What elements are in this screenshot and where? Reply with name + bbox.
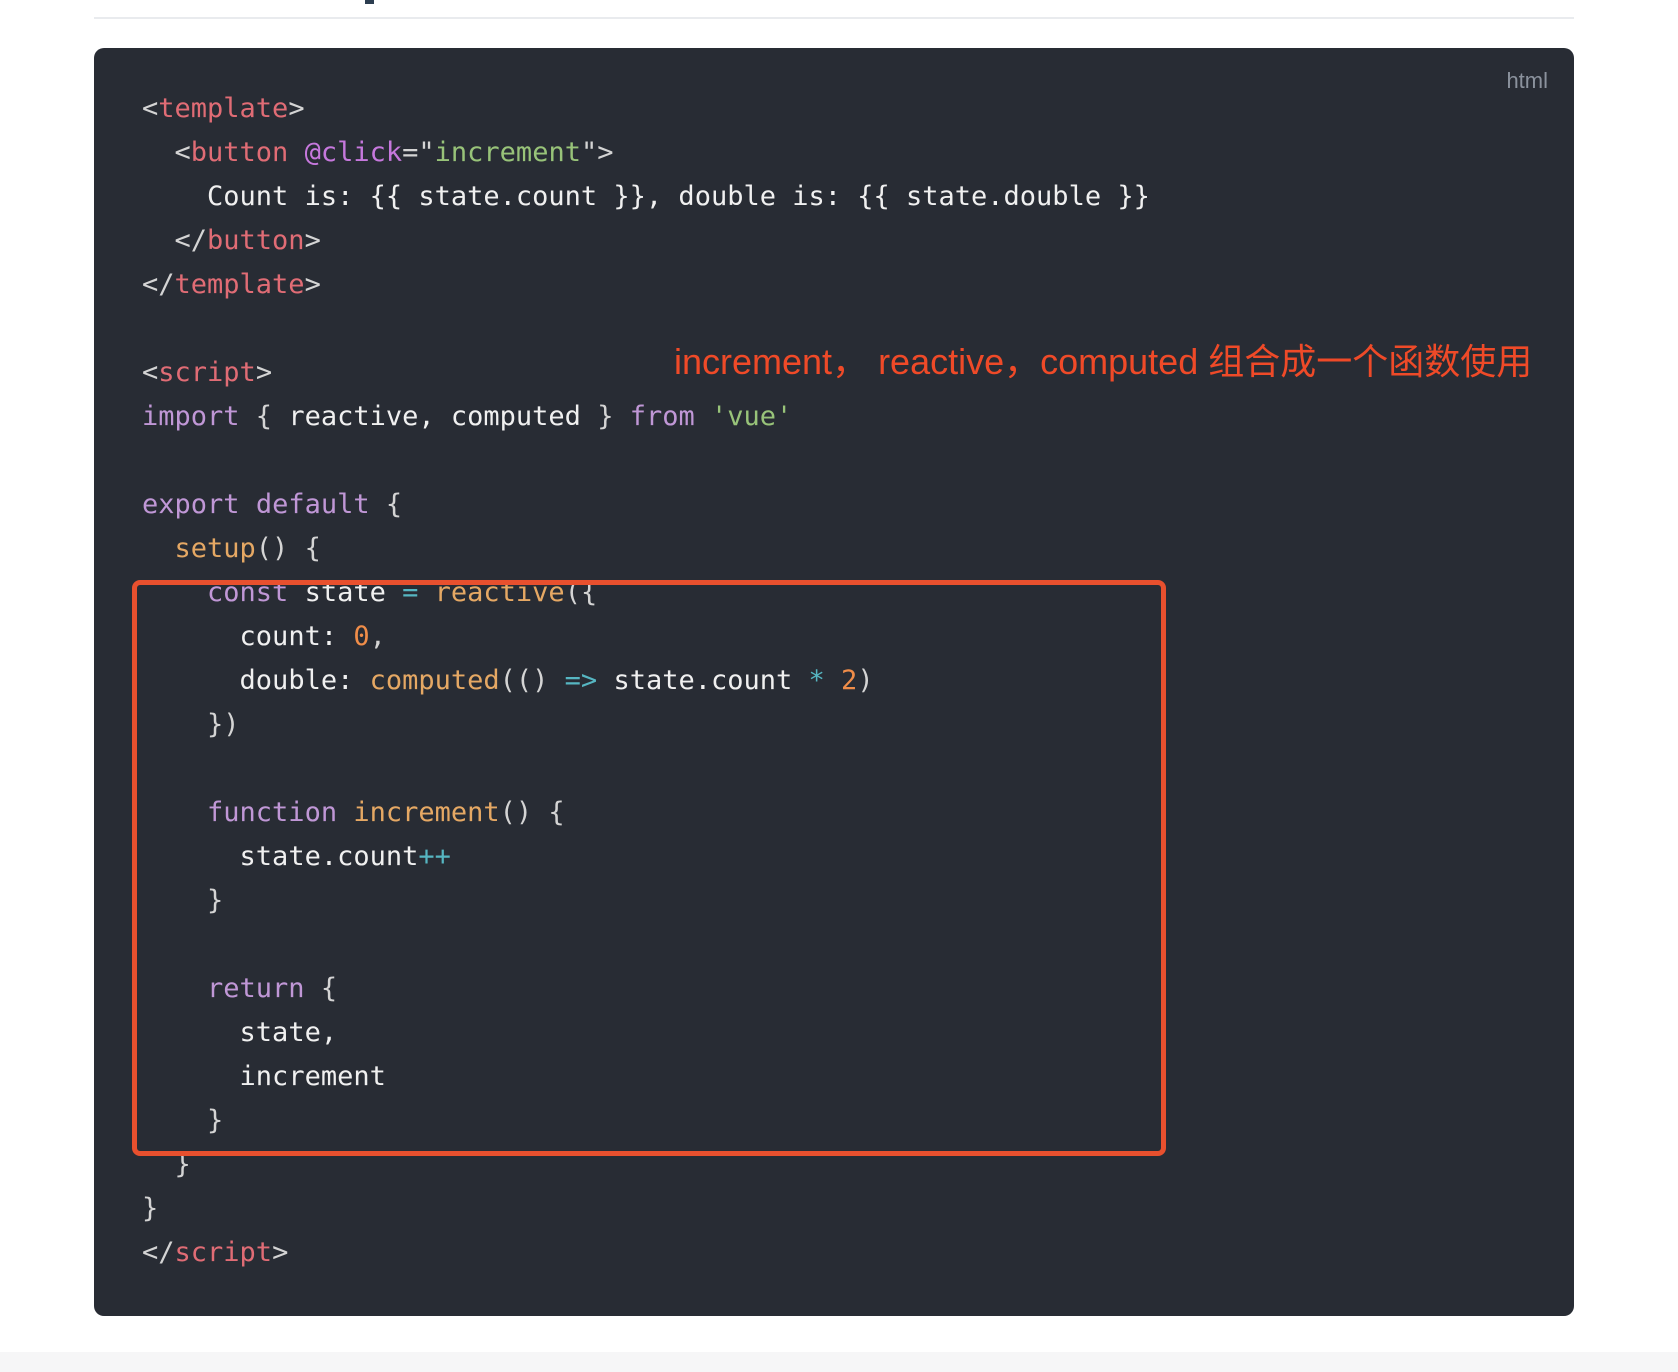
code-token: </ (142, 269, 175, 300)
code-token: 0 (353, 621, 370, 652)
annotation-text: increment， reactive，computed 组合成一个函数使用 (674, 341, 1533, 382)
code-token: computed (369, 665, 500, 696)
code-token: template (174, 269, 305, 300)
code-token: state, (239, 1017, 338, 1048)
code-line: export default { (142, 483, 1150, 527)
code-line: import { reactive, computed } from 'vue' (142, 395, 1150, 439)
code-token: > (304, 225, 321, 256)
code-token: > (255, 357, 273, 388)
code-line: setup() { (142, 527, 1150, 571)
code-line: <template> (142, 87, 1150, 131)
code-token: Count is: {{ state.count }}, double is: … (207, 181, 1150, 212)
code-indent (142, 533, 175, 564)
code-token: > (288, 93, 305, 124)
section-divider (94, 17, 1574, 19)
code-token: export (142, 489, 240, 520)
code-token (240, 489, 256, 520)
code-token: } (142, 1193, 159, 1224)
page-footer-strip (0, 1352, 1678, 1372)
code-token: } (207, 1105, 224, 1136)
code-token: } (174, 1149, 191, 1180)
code-indent (142, 137, 175, 168)
code-token (695, 401, 711, 432)
code-token (288, 137, 304, 168)
code-line (142, 439, 1150, 483)
code-token: function (207, 797, 338, 828)
code-line: } (142, 1187, 1150, 1231)
code-token: @click (304, 137, 403, 168)
code-line: </button> (142, 219, 1150, 263)
code-token: </ (142, 1237, 175, 1268)
code-token: from (629, 401, 695, 432)
code-line: function increment() { (142, 791, 1150, 835)
code-line: </script> (142, 1231, 1150, 1275)
code-line: } (142, 879, 1150, 923)
code-line: state, (142, 1011, 1150, 1055)
code-line: }) (142, 703, 1150, 747)
code-line: state.count++ (142, 835, 1150, 879)
code-line: } (142, 1099, 1150, 1143)
code-token: => (564, 665, 598, 696)
code-indent (142, 225, 175, 256)
code-token: () { (499, 797, 565, 828)
code-line: <button @click="increment"> (142, 131, 1150, 175)
highlight-box (132, 580, 1166, 1156)
code-token: script (174, 1237, 273, 1268)
code-token: > (304, 269, 321, 300)
code-token: button (190, 137, 289, 168)
code-token: { (304, 973, 338, 1004)
code-token: return (207, 973, 305, 1004)
code-token: reactive, computed (288, 401, 581, 432)
code-token: > (272, 1237, 289, 1268)
code-token: < (142, 93, 159, 124)
code-token: * (808, 665, 825, 696)
code-block: html <template> <button @click="incremen… (94, 48, 1574, 1316)
code-token: double: (239, 665, 370, 696)
code-token: < (174, 137, 191, 168)
code-line: increment (142, 1055, 1150, 1099)
code-token: < (142, 357, 159, 388)
code-token: , (369, 621, 386, 652)
code-token: () { (255, 533, 321, 564)
code-token: ++ (418, 841, 451, 872)
code-token: } (580, 401, 630, 432)
code-line: } (142, 1143, 1150, 1187)
code-token: increment (353, 797, 500, 828)
code-line: Count is: {{ state.count }}, double is: … (142, 175, 1150, 219)
code-token: import (142, 401, 240, 432)
code-line: double: computed(() => state.count * 2) (142, 659, 1150, 703)
code-token: template (158, 93, 289, 124)
code-token: increment (239, 1061, 386, 1092)
code-token: { (239, 401, 289, 432)
code-token: count: (239, 621, 354, 652)
code-token: ) (857, 665, 874, 696)
code-token: </ (174, 225, 208, 256)
code-token: default (255, 489, 370, 520)
code-token: 2 (841, 665, 858, 696)
heading-fragment (365, 0, 374, 4)
code-line: </template> (142, 263, 1150, 307)
code-token: button (207, 225, 305, 256)
code-token: { (369, 489, 403, 520)
code-token: script (158, 357, 256, 388)
code-token: state.count (239, 841, 419, 872)
code-line: count: 0, (142, 615, 1150, 659)
code-token: (() (499, 665, 565, 696)
code-line: return { (142, 967, 1150, 1011)
code-language-label: html (1506, 68, 1548, 93)
code-token: 'vue' (711, 401, 793, 432)
code-line: <script> (142, 351, 1150, 395)
code-token: "> (580, 137, 614, 168)
code-indent (142, 181, 207, 212)
code-token: increment (434, 137, 581, 168)
code-token: }) (207, 709, 240, 740)
code-token: =" (402, 137, 435, 168)
code-token: } (207, 885, 224, 916)
code-token: state.count (597, 665, 809, 696)
code-token: setup (174, 533, 256, 564)
